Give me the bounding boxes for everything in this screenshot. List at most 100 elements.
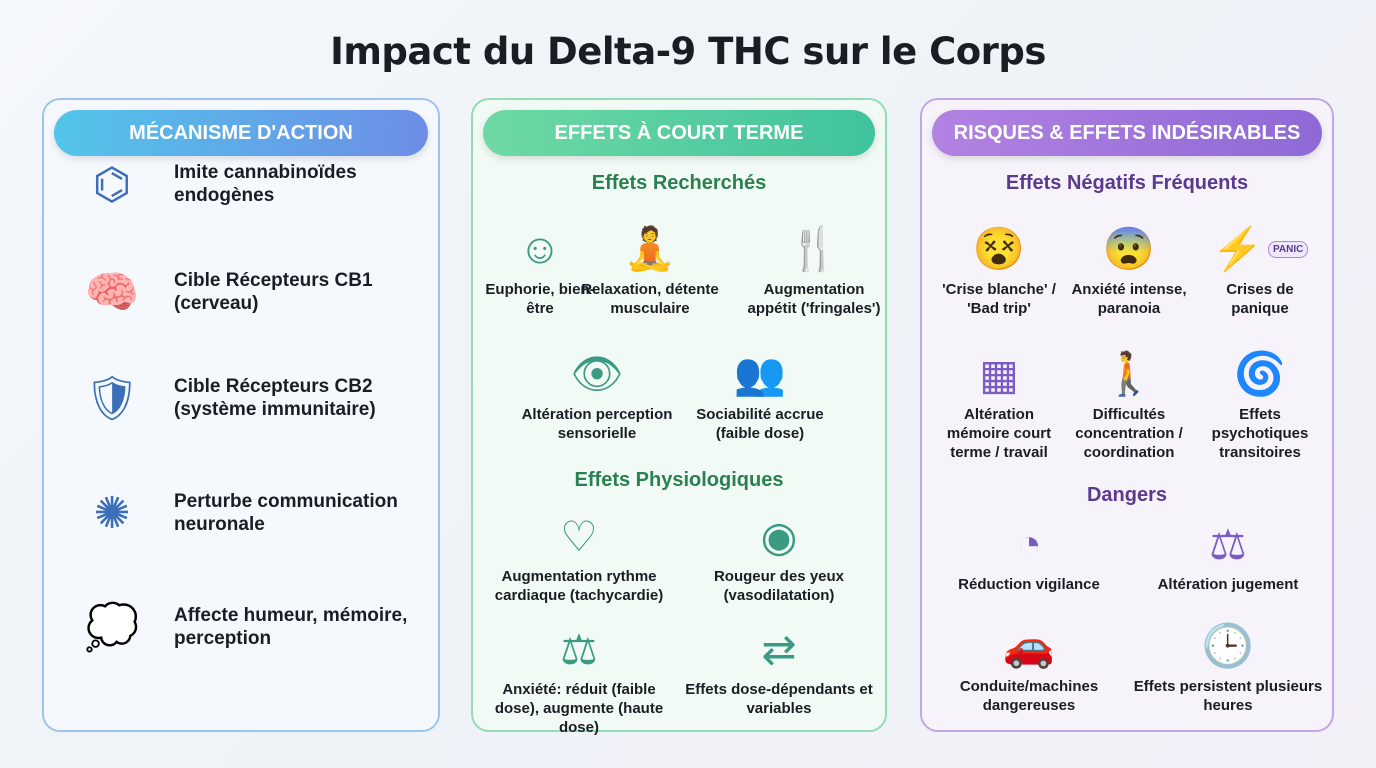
effect-label: Conduite/machines dangereuses [959,678,1099,714]
effect-label: Anxiété: réduit (faible dose), augmente … [494,681,664,736]
effect-item: 🚗 Conduite/machines dangereuses [934,615,1124,715]
effect-item: ♡ Augmentation rythme cardiaque (tachycar… [481,505,677,605]
effect-label: Crises de panique [1226,281,1294,317]
heart-pulse-icon: ♡ [481,505,677,567]
car-warning-icon: 🚗 [934,615,1124,677]
mechanism-header: MÉCANISME D'ACTION [54,110,428,156]
effect-label: Effets dose-dépendants et variables [685,681,873,717]
sleepy-eye-icon: ◔ [934,513,1124,575]
mechanism-item-label: Cible Récepteurs CB2 (système immunitair… [174,376,376,420]
effect-item: ▦ Altération mémoire court terme / travai… [935,343,1063,462]
red-eye-icon: ◉ [681,505,877,567]
effect-label: Altération jugement [1157,576,1299,593]
effect-label: 'Crise blanche' / 'Bad trip' [942,281,1056,317]
neurons-icon: ✺ [93,488,131,538]
anxious-face-icon: 😨 [1065,218,1193,280]
icon-glyph: 🕒 [1201,621,1255,669]
effect-item: 🚶 Difficultés concentration / coordinatio… [1065,343,1193,462]
effect-item: ◉ Rougeur des yeux (vasodilatation) [681,505,877,605]
effect-item: 🕒 Effets persistent plusieurs heures [1133,615,1323,715]
scales-warning-icon: ⚖ [1133,513,1323,575]
icon-glyph: ⚖ [1209,520,1247,568]
icon-glyph: ▦ [979,350,1019,398]
effect-item: ⚖ Anxiété: réduit (faible dose), augmente… [481,618,677,737]
dose-slider-icon: ⇄ [681,618,877,680]
dangers-title: Dangers [1086,484,1168,506]
panic-badge: PANIC [1267,240,1309,258]
mechanism-item-label: Cible Récepteurs CB1 (cerveau) [174,270,373,314]
icon-glyph: 🚶 [1102,349,1156,397]
effect-item: 👥 Sociabilité accrue (faible dose) [685,343,835,443]
icon-glyph: 🍴 [787,224,841,272]
fork-knife-icon: 🍴 [744,218,884,280]
icon-glyph: 😨 [1102,224,1156,272]
effect-label: Réduction vigilance [958,576,1100,593]
negative-effects-title: Effets Négatifs Fréquents [1005,172,1249,194]
icon-glyph: 👁 [570,349,624,397]
effect-label: Effets persistent plusieurs heures [1133,678,1323,714]
smiley-icon: ☺ [480,218,600,280]
mechanism-item: ✺ Perturbe communication neuronale [70,477,414,549]
balance-faces-icon: ⚖ [481,618,677,680]
effect-label: Relaxation, détente musculaire [581,281,719,317]
icon-glyph: ⚡ [1211,224,1264,272]
mechanism-item: 🛡 Cible Récepteurs CB2 (système immunitai… [70,362,414,434]
confused-head-icon: 🌀 [1196,343,1324,405]
people-chat-icon: 👥 [685,343,835,405]
clock-icon: 🕒 [1133,615,1323,677]
effect-label: Euphorie, bien-être [485,281,595,317]
icon-glyph: ◉ [760,512,798,560]
icon-glyph: ♡ [560,512,598,560]
effect-label: Augmentation rythme cardiaque (tachycard… [494,568,664,604]
risks-header: RISQUES & EFFETS INDÉSIRABLES [932,110,1322,156]
effect-label: Anxiété intense, paranoia [1071,281,1187,317]
thought-cloud-question-icon: 💭 [84,603,140,652]
page-title: Impact du Delta-9 THC sur le Corps [330,30,1046,73]
icon-glyph: ◔ [1016,520,1042,567]
effect-label: Altération perception sensorielle [521,406,673,442]
icon-glyph: 🧘 [623,224,677,272]
effect-label: Altération mémoire court terme / travail [946,406,1052,461]
icon-glyph: 🌀 [1233,349,1287,397]
short-term-header: EFFETS À COURT TERME [483,110,875,156]
mechanism-item-label: Affecte humeur, mémoire, perception [174,605,408,649]
mechanism-item: 🧠 Cible Récepteurs CB1 (cerveau) [70,256,414,328]
tightrope-puzzle-icon: 🚶 [1065,343,1193,405]
brain-lock-icon: 🧠 [84,268,140,317]
effect-label: Augmentation appétit ('fringales') [747,281,881,317]
effect-label: Effets psychotiques transitoires [1211,406,1309,461]
effect-item: 🍴 Augmentation appétit ('fringales') [744,218,884,318]
mechanism-item: 💭 Affecte humeur, mémoire, perception [70,591,414,663]
icon-glyph: ☺ [518,225,562,272]
eye-ear-icon: 👁 [502,343,692,405]
mechanism-panel: MÉCANISME D'ACTION ⌬Imite cannabinoïdes … [42,98,440,732]
effect-item: ⚖ Altération jugement [1133,513,1323,594]
icon-glyph: 👥 [733,349,787,397]
effect-label: Sociabilité accrue (faible dose) [696,406,824,442]
risks-panel: RISQUES & EFFETS INDÉSIRABLES Effets Nég… [920,98,1334,732]
short-term-panel: EFFETS À COURT TERME Effets Recherchés E… [471,98,887,736]
icon-glyph: ⇄ [761,625,797,673]
effect-item: ◔ Réduction vigilance [934,513,1124,594]
icon-glyph: ⚖ [560,625,598,673]
effect-item: 👁 Altération perception sensorielle [502,343,692,443]
effect-item: 😵 'Crise blanche' / 'Bad trip' [935,218,1063,318]
icon-glyph: 🚗 [1002,621,1056,669]
mechanism-item-label: Perturbe communication neuronale [174,491,398,535]
broken-chip-icon: ▦ [935,343,1063,405]
effect-item: 🌀 Effets psychotiques transitoires [1196,343,1324,462]
dizzy-head-icon: 😵 [935,218,1063,280]
icon-glyph: 😵 [972,224,1026,272]
effect-item: 😨 Anxiété intense, paranoia [1065,218,1193,318]
effect-item: 🧘 Relaxation, détente musculaire [575,218,725,318]
desired-effects-title: Effets Recherchés [591,172,767,194]
effect-item: ☺ Euphorie, bien-être [480,218,600,318]
effect-label: Rougeur des yeux (vasodilatation) [713,568,845,604]
mechanism-item-label: Imite cannabinoïdes endogènes [174,162,357,206]
panic-head-icon: ⚡PANIC [1196,218,1324,280]
shield-check-icon: 🛡 [84,374,140,423]
physio-effects-title: Effets Physiologiques [574,469,784,491]
mechanism-item: ⌬Imite cannabinoïdes endogènes [70,148,414,220]
effect-label: Difficultés concentration / coordination [1075,406,1183,461]
